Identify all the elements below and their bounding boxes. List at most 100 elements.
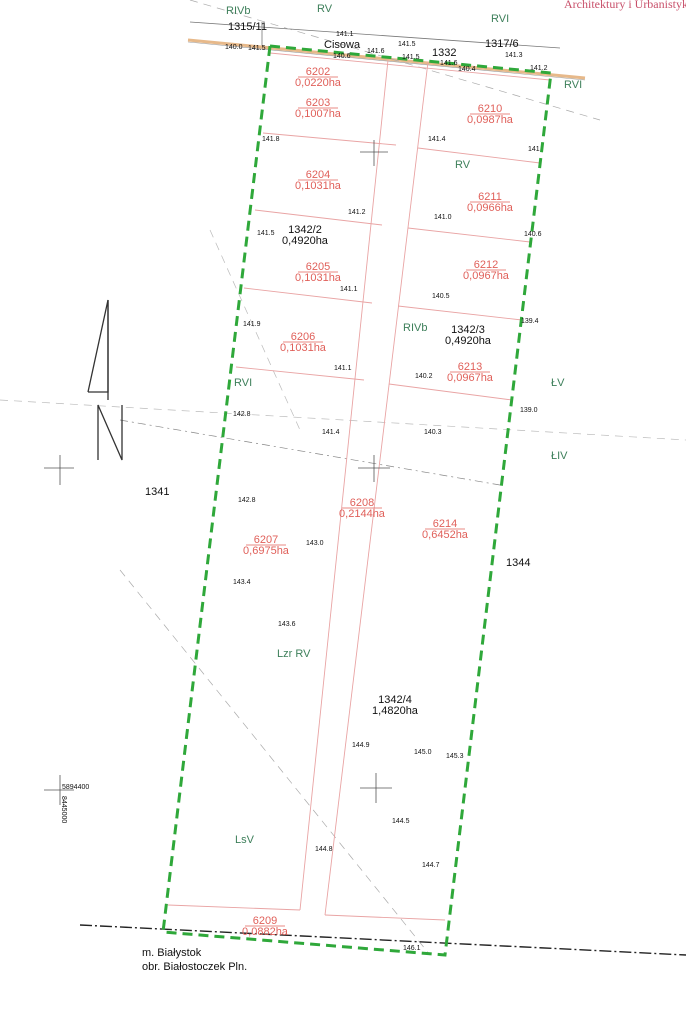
parcel-number: 6204 xyxy=(306,169,330,181)
soil-class-label: RVI xyxy=(564,79,582,91)
source-parcel-area: 0,4920ha xyxy=(445,335,492,347)
spot-height: 141.4 xyxy=(322,429,340,436)
street-name: Cisowa xyxy=(324,39,361,51)
spot-height: 142.8 xyxy=(233,411,251,418)
neighbor-parcel-number: 1332 xyxy=(432,47,456,59)
parcel-area: 0,1031ha xyxy=(280,342,327,354)
source-parcel-area: 0,4920ha xyxy=(282,235,329,247)
parcel-area: 0,0882ha xyxy=(242,926,289,938)
spot-height: 141.1 xyxy=(336,31,354,38)
spot-height: 141.2 xyxy=(530,65,548,72)
spot-height: 140.0 xyxy=(225,44,243,51)
parcel-number: 6202 xyxy=(306,66,330,78)
subdivision-boundary xyxy=(161,44,553,957)
spot-height: 143.4 xyxy=(233,579,251,586)
parcel-area: 0,1031ha xyxy=(295,272,342,284)
spot-height: 140.4 xyxy=(458,66,476,73)
spot-height: 143.0 xyxy=(306,540,324,547)
source-parcel-number: 1342/4 xyxy=(378,694,412,706)
spot-height: 141.0 xyxy=(434,214,452,221)
coordinate-east: 8445000 xyxy=(60,796,67,823)
soil-class-label: LsV xyxy=(235,834,255,846)
soil-boundary xyxy=(189,0,601,121)
soil-class-label: Lzr RV xyxy=(277,648,311,660)
parcel-area: 0,0967ha xyxy=(463,270,510,282)
parcel-number: 6212 xyxy=(474,259,498,271)
road-line xyxy=(189,21,561,49)
parcel-area: 0,0987ha xyxy=(467,114,514,126)
source-parcel-number: 1342/3 xyxy=(451,324,485,336)
spot-height: 141.5 xyxy=(398,41,416,48)
spot-height: 141.5 xyxy=(402,54,420,61)
soil-boundary xyxy=(119,569,431,956)
parcel-number: 6205 xyxy=(306,261,330,273)
footer-city: m. Białystok xyxy=(142,947,202,959)
soil-class-label: RVI xyxy=(491,13,509,25)
spot-height: 146.1 xyxy=(403,945,421,952)
road-edge xyxy=(187,38,586,80)
soil-boundary xyxy=(209,229,301,431)
spot-height: 141.1 xyxy=(340,286,358,293)
soil-boundary xyxy=(119,419,501,486)
parcel-area: 0,0966ha xyxy=(467,202,514,214)
parcel-number: 6208 xyxy=(350,497,374,509)
neighbor-parcel-number: 1317/6 xyxy=(485,38,519,50)
spot-height: 145.0 xyxy=(414,749,432,756)
spot-height: 140.5 xyxy=(432,293,450,300)
parcel-area: 0,6975ha xyxy=(243,545,290,557)
spot-height: 144.8 xyxy=(315,846,333,853)
spot-height: 140.2 xyxy=(415,373,433,380)
parcel-number: 6206 xyxy=(291,331,315,343)
spot-height: 139.0 xyxy=(520,407,538,414)
source-parcel-area: 1,4820ha xyxy=(372,705,419,717)
spot-height: 141.5 xyxy=(257,230,275,237)
spot-height: 144.9 xyxy=(352,742,370,749)
parcel-lines xyxy=(167,52,551,921)
parcel-number: 6213 xyxy=(458,361,482,373)
spot-height: 141.6 xyxy=(440,60,458,67)
soil-class-label: ŁV xyxy=(551,377,565,389)
spot-height: 140.6 xyxy=(524,231,542,238)
parcel-area: 0,1031ha xyxy=(295,180,342,192)
soil-class-label: RIVb xyxy=(403,322,427,334)
spot-height: 141.2 xyxy=(348,209,366,216)
neighbor-parcel-number: 1315/11 xyxy=(228,21,267,33)
spot-height: 141.5 xyxy=(248,45,266,52)
soil-class-label: RVI xyxy=(234,377,252,389)
parcel-number: 6210 xyxy=(478,103,502,115)
spot-height: 140.3 xyxy=(424,429,442,436)
footer-precinct: obr. Białostoczek Pln. xyxy=(142,961,247,973)
spot-height: 141.6 xyxy=(367,48,385,55)
spot-height: 145.3 xyxy=(446,753,464,760)
parcel-area: 0,1007ha xyxy=(295,108,342,120)
soil-class-label: ŁIV xyxy=(551,450,568,462)
source-parcel-number: 1342/2 xyxy=(288,224,322,236)
precinct-boundary xyxy=(79,924,686,956)
spot-height: 144.5 xyxy=(392,818,410,825)
parcel-number: 6209 xyxy=(253,915,277,927)
parcel-number: 6203 xyxy=(306,97,330,109)
parcel-area: 0,6452ha xyxy=(422,529,469,541)
soil-class-label: RV xyxy=(455,159,471,171)
spot-height: 141.9 xyxy=(243,321,261,328)
spot-height: 139.4 xyxy=(521,318,539,325)
parcel-number: 6214 xyxy=(433,518,457,530)
parcel-area: 0,0220ha xyxy=(295,77,342,89)
spot-height: 142.8 xyxy=(238,497,256,504)
parcel-number: 6211 xyxy=(478,191,502,203)
spot-height: 141.8 xyxy=(262,136,280,143)
soil-boundary xyxy=(0,399,686,441)
soil-class-label: RV xyxy=(317,3,333,15)
neighbor-parcel-number: 1341 xyxy=(145,486,169,498)
spot-height: 141 xyxy=(528,146,540,153)
parcel-area: 0,0967ha xyxy=(447,372,494,384)
coordinate-north: 5894400 xyxy=(62,784,89,791)
spot-height: 141.1 xyxy=(334,365,352,372)
parcel-area: 0,2144ha xyxy=(339,508,386,520)
spot-height: 141.4 xyxy=(428,136,446,143)
institution-header: Architektury i Urbanistyki xyxy=(564,0,686,11)
north-arrow-icon xyxy=(87,299,123,461)
spot-height: 140.6 xyxy=(333,53,351,60)
